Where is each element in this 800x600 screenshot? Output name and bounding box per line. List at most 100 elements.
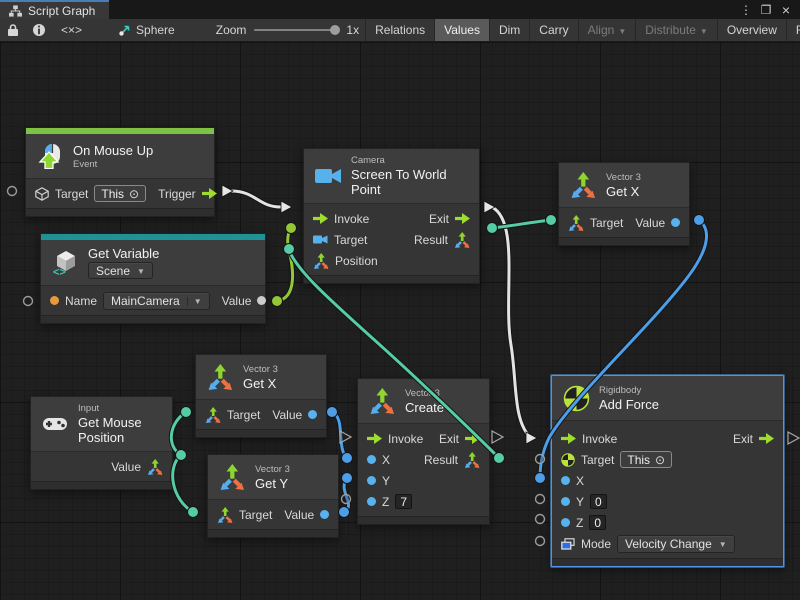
node-title: Create (405, 399, 445, 415)
target-self-chip[interactable]: This⊙ (94, 185, 147, 202)
port-label: Target (239, 507, 273, 522)
port-label: Target (55, 186, 89, 201)
values-button[interactable]: Values (435, 19, 489, 41)
vector3-port-icon[interactable] (313, 252, 329, 269)
target-self-chip[interactable]: This⊙ (620, 451, 673, 468)
lock-icon (7, 23, 19, 37)
node-title: Get Mouse Position (78, 415, 142, 445)
maximize-icon[interactable]: ❐ (760, 2, 772, 17)
string-port[interactable] (50, 296, 59, 305)
float-port[interactable] (367, 455, 376, 464)
node-screen-to-world-point[interactable]: Camera Screen To World Point Invoke Exit… (303, 148, 480, 284)
flow-arrow-icon[interactable] (759, 433, 774, 444)
z-value-field[interactable]: 7 (395, 494, 413, 509)
float-port[interactable] (561, 518, 570, 527)
code-toggle-button[interactable]: <×> (61, 23, 83, 37)
port-label: Y (576, 494, 585, 509)
node-add-force[interactable]: Rigidbody Add Force Invoke Exit Target T… (551, 375, 784, 567)
lock-button[interactable] (0, 19, 26, 41)
camera-port-icon[interactable] (313, 234, 328, 245)
tab-script-graph[interactable]: Script Graph (0, 0, 110, 19)
port-label: Y (382, 473, 391, 488)
vector3-port-icon[interactable] (217, 506, 233, 523)
object-picker-icon[interactable]: ⊙ (129, 186, 140, 201)
overview-button[interactable]: Overview (726, 23, 777, 37)
float-port[interactable] (308, 410, 318, 419)
carry-button[interactable]: Carry (539, 23, 569, 37)
force-mode-dropdown[interactable]: Velocity Change▼ (617, 534, 735, 553)
float-port[interactable] (320, 510, 330, 519)
vector3-icon (569, 171, 597, 199)
port-label: Z (576, 515, 584, 530)
rigidbody-port-icon[interactable] (561, 452, 575, 467)
graph-icon (118, 23, 132, 37)
flow-arrow-icon[interactable] (465, 433, 480, 444)
port-label: X (382, 452, 391, 467)
node-on-mouse-up[interactable]: On Mouse Up Event Target This⊙ Trigger (25, 127, 217, 217)
node-title: Get X (606, 183, 640, 199)
variable-name-dropdown[interactable]: MainCamera▼ (103, 291, 210, 310)
node-get-variable[interactable]: <> Get Variable Scene▼ Name MainCamera▼ … (40, 233, 267, 324)
flow-arrow-icon[interactable] (561, 433, 576, 444)
zoom-slider[interactable] (254, 25, 341, 35)
full-screen-button[interactable]: Full Screen (795, 23, 800, 37)
info-button[interactable] (26, 19, 52, 41)
port-label: Target (590, 215, 624, 230)
node-subtitle: Event (73, 158, 98, 170)
variable-scope-dropdown[interactable]: Scene▼ (88, 262, 153, 279)
float-port[interactable] (561, 476, 570, 485)
z-value-field[interactable]: 0 (589, 515, 607, 530)
mouse-up-icon (36, 142, 64, 170)
vector3-port-icon[interactable] (454, 231, 470, 248)
float-port[interactable] (671, 218, 681, 227)
object-port[interactable] (257, 296, 267, 305)
port-label: X (576, 473, 585, 488)
svg-text:<>: <> (53, 266, 66, 276)
info-icon (32, 23, 46, 37)
relations-button[interactable]: Relations (375, 23, 426, 37)
node-vector3-get-x[interactable]: Vector 3 Get X Target Value (558, 162, 690, 246)
toolbar-right-cluster: Relations Values Dim Carry Align▼ Distri… (365, 19, 800, 41)
port-label: Value (111, 459, 141, 474)
float-port[interactable] (561, 497, 570, 506)
node-subtitle: Vector 3 (243, 363, 278, 375)
object-picker-icon[interactable]: ⊙ (655, 452, 666, 467)
port-label: Invoke (582, 431, 618, 446)
float-port[interactable] (367, 497, 376, 506)
node-subtitle: Vector 3 (606, 171, 641, 183)
node-subtitle: Rigidbody (599, 384, 642, 396)
y-value-field[interactable]: 0 (590, 494, 607, 509)
flow-arrow-icon[interactable] (313, 213, 328, 224)
port-label: Name (65, 293, 98, 308)
port-label: Target (334, 232, 368, 247)
flow-arrow-icon[interactable] (455, 213, 470, 224)
flow-arrow-icon[interactable] (201, 188, 217, 199)
align-dropdown[interactable]: Align▼ (587, 23, 627, 37)
flow-arrow-icon[interactable] (367, 433, 382, 444)
port-label: Target (581, 452, 615, 467)
node-vector3-create[interactable]: Vector 3 Create Invoke Exit X Result (357, 378, 490, 525)
port-label: Exit (438, 431, 459, 446)
zoom-slider-handle[interactable] (330, 25, 341, 35)
vector3-port-icon[interactable] (147, 458, 163, 475)
port-label: Z (382, 494, 390, 509)
kebab-menu-icon[interactable]: ⋮ (740, 2, 752, 17)
float-port[interactable] (367, 476, 376, 485)
script-graph-icon (9, 4, 22, 17)
node-vector3-get-y[interactable]: Vector 3 Get Y Target Value (207, 454, 339, 538)
node-get-mouse-position[interactable]: Input Get Mouse Position Value (30, 396, 173, 490)
vector3-port-icon[interactable] (568, 214, 584, 231)
distribute-dropdown[interactable]: Distribute▼ (645, 23, 708, 37)
input-icon (41, 410, 69, 438)
close-icon[interactable]: × (781, 1, 791, 18)
graph-breadcrumb[interactable]: Sphere (109, 19, 184, 41)
vector3-icon (206, 363, 234, 391)
vector3-port-icon[interactable] (464, 451, 480, 468)
graph-canvas[interactable]: On Mouse Up Event Target This⊙ Trigger (0, 42, 800, 600)
vector3-port-icon[interactable] (205, 406, 221, 423)
node-vector3-get-x[interactable]: Vector 3 Get X Target Value (195, 354, 327, 438)
port-label: Value (272, 407, 303, 422)
rigidbody-icon (562, 384, 590, 412)
dim-button[interactable]: Dim (498, 23, 521, 37)
